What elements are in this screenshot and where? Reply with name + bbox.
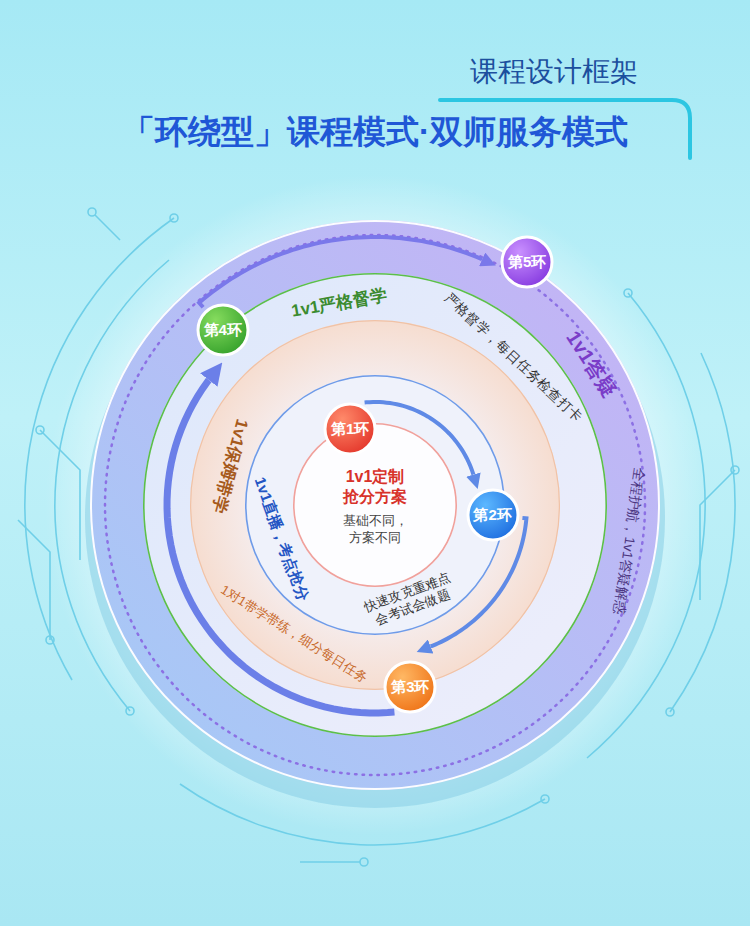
- label-holder: 课程设计框架: [470, 53, 638, 91]
- circuit-trace: [300, 861, 360, 863]
- title-holder: 「环绕型」课程模式·双师服务模式: [0, 110, 750, 155]
- ring-badge: 第3环: [383, 660, 437, 714]
- circuit-dot: [666, 708, 674, 716]
- ring-heading: 1v1答疑: [561, 327, 622, 402]
- circuit-dot: [541, 795, 549, 803]
- section-subtitle: 课程设计框架: [470, 53, 638, 91]
- ring-note: 严格督学，每日任务检查打卡: [440, 289, 585, 425]
- ring-fill: [293, 423, 457, 587]
- ring-fill: [190, 320, 560, 690]
- ring-note: 基础不同， 方案不同: [341, 512, 409, 546]
- ring-edge: [91, 221, 659, 789]
- circuit-dot: [360, 858, 368, 866]
- badge-disc: [468, 490, 518, 540]
- badge-text: 第2环: [473, 506, 511, 524]
- ring-fill: [245, 375, 505, 635]
- circuit-trace: [700, 470, 735, 600]
- circuit-dot: [624, 289, 632, 297]
- title-rule: [170, 70, 445, 75]
- ring-heading: 1v1直播，考点抢分: [250, 475, 312, 604]
- ring-note: 全程护航，1v1答疑解惑: [609, 466, 647, 616]
- badge-disc: [325, 404, 375, 454]
- badge-text: 第3环: [391, 678, 429, 696]
- page-title: 「环绕型」课程模式·双师服务模式: [122, 110, 628, 155]
- circuit-dot: [36, 426, 44, 434]
- ring-edge: [191, 321, 560, 690]
- ring-edge: [246, 376, 504, 634]
- ring-band: 1v1定制 抢分方案基础不同， 方案不同1v1直播，考点抢分快速攻克重难点 会考…: [245, 375, 505, 635]
- ring-badge: 第5环: [500, 235, 554, 289]
- circuit-dot: [46, 636, 54, 644]
- glow: [45, 175, 705, 835]
- ring-badge: 第4环: [196, 303, 250, 357]
- badge-text: 第5环: [508, 253, 546, 271]
- badge-text: 第1环: [331, 420, 369, 438]
- badge-disc: [385, 662, 435, 712]
- circuit-trace: [18, 520, 50, 640]
- ring-badge: 第2环: [466, 488, 520, 542]
- circuit-trace: [40, 430, 80, 560]
- ring-badge: 第1环: [323, 402, 377, 456]
- ring-fill: [143, 273, 607, 737]
- circuit-dot: [88, 208, 96, 216]
- circuit-dot: [170, 214, 178, 222]
- badge-disc: [502, 237, 552, 287]
- circuit-dot: [126, 707, 134, 715]
- ring-heading: 1v1严格督学: [290, 284, 389, 322]
- ring-edge: [294, 424, 456, 586]
- circuit-trace: [95, 215, 120, 240]
- circuit-lines: [18, 208, 739, 866]
- circuit-arc: [670, 353, 735, 712]
- circuit-dot: [731, 466, 739, 474]
- ring-band: 1v1定制 抢分方案基础不同， 方案不同1v1直播，考点抢分快速攻克重难点 会考…: [90, 220, 660, 790]
- ring-fill: [90, 220, 660, 790]
- center-circle: 1v1定制 抢分方案基础不同， 方案不同: [293, 423, 457, 587]
- ring-edge: [144, 274, 606, 736]
- badge-disc: [198, 305, 248, 355]
- cycle-arrow: [365, 402, 474, 475]
- dotted-orbit: [105, 235, 645, 775]
- ring-heading: 1v1定制 抢分方案: [338, 467, 412, 507]
- badge-text: 第4环: [204, 321, 242, 339]
